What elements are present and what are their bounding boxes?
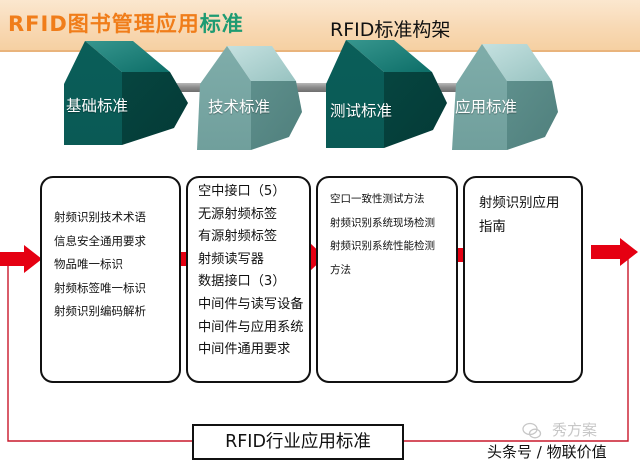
standard-item: 射频读写器 — [198, 251, 264, 267]
cube-label-tech: 技术标准 — [208, 98, 271, 116]
standard-item: 空中接口（5） — [198, 184, 286, 199]
cube-front-face — [452, 44, 507, 150]
standard-item: 方法 — [330, 263, 351, 276]
standard-item: 中间件通用要求 — [198, 342, 291, 358]
standard-item: 无源射频标签 — [198, 206, 278, 222]
cube-top-face — [482, 44, 552, 81]
diagram-subtitle: RFID标准构架 — [330, 19, 451, 41]
page-title-suffix: 标准 — [199, 12, 244, 36]
cube-side-face — [122, 72, 188, 145]
cube-front-face — [326, 40, 384, 148]
watermark-name: 秀方案 — [552, 421, 598, 439]
standard-item: 射频标签唯一标识 — [54, 280, 146, 295]
standard-item: 有源射频标签 — [198, 229, 278, 245]
cube-side-face — [251, 81, 302, 150]
cube-top-face — [346, 40, 432, 72]
standard-item: 物品唯一标识 — [54, 257, 123, 271]
cube-test-standards — [326, 40, 447, 148]
standard-item: 中间件与应用系统 — [198, 319, 304, 335]
page-title-main: RFID图书管理应用 — [8, 12, 200, 36]
cube-app-standards — [452, 44, 558, 150]
standard-item: 信息安全通用要求 — [54, 233, 146, 248]
cube-side-face — [507, 81, 558, 150]
cube-top-face — [227, 46, 296, 81]
cube-front-face — [197, 46, 251, 150]
standard-item: 射频识别系统性能检测 — [330, 240, 435, 253]
standards-box-tech: 空中接口（5） 无源射频标签 有源射频标签 射频读写器 数据接口（3） 中间件与… — [186, 176, 311, 383]
standard-item: 射频识别应用 — [479, 196, 560, 211]
cube-top-face — [85, 41, 170, 72]
watermark-wechat-icon — [522, 422, 542, 439]
feedback-loop-line-right — [404, 258, 629, 442]
standards-box-basic: 射频识别技术术语 信息安全通用要求 物品唯一标识 射频标签唯一标识 射频识别编码… — [40, 176, 181, 383]
feedback-loop-line — [7, 262, 192, 442]
cube-basic-standards — [64, 41, 188, 145]
cube-label-basic: 基础标准 — [66, 97, 129, 115]
flow-arrow-exit — [591, 238, 638, 266]
standards-box-app: 射频识别应用 指南 — [463, 176, 583, 383]
standard-item: 射频识别编码解析 — [54, 304, 146, 318]
standard-item: 中间件与读写设备 — [198, 296, 304, 312]
cube-side-face — [384, 72, 447, 148]
standard-item: 空口一致性测试方法 — [330, 193, 425, 205]
industry-standard-label: RFID行业应用标准 — [192, 424, 404, 460]
cube-label-app: 应用标准 — [455, 98, 518, 116]
flow-arrow-entry — [0, 245, 42, 273]
standard-item: 数据接口（3） — [198, 274, 286, 290]
cube-label-test: 测试标准 — [330, 102, 393, 120]
standard-item: 射频识别技术术语 — [54, 210, 146, 224]
standards-box-test: 空口一致性测试方法 射频识别系统现场检测 射频识别系统性能检测 方法 — [316, 176, 458, 383]
cube-front-face — [64, 41, 122, 145]
page-title: RFID图书管理应用标准 — [8, 8, 244, 38]
cube-tech-standards — [197, 46, 302, 150]
standard-item: 指南 — [479, 220, 506, 235]
watermark-source: 头条号 / 物联价值 — [487, 443, 607, 461]
header-divider — [0, 50, 640, 52]
standard-item: 射频识别系统现场检测 — [330, 216, 435, 229]
